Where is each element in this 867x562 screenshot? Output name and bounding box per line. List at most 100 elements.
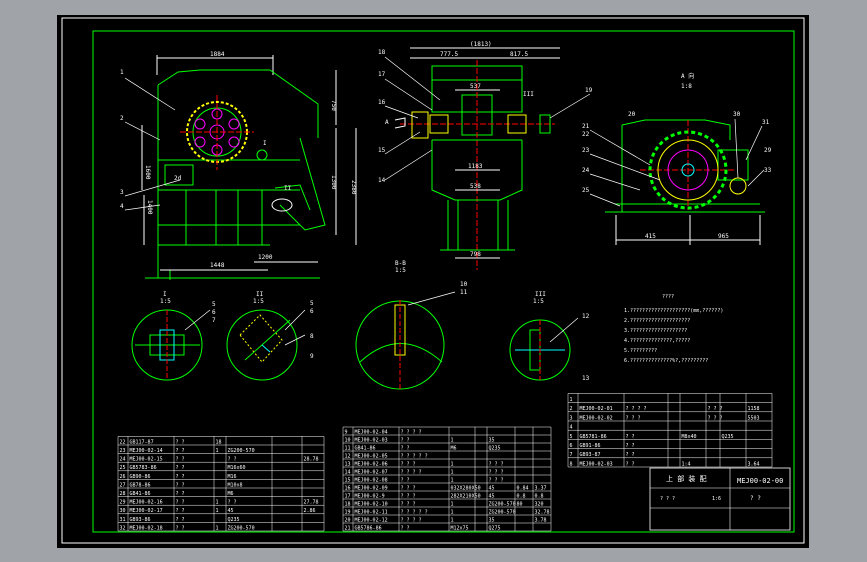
detail-iii-scale: 1:5 (533, 298, 544, 305)
table-cell: 0.8 (535, 493, 544, 499)
table-cell: 16 (345, 485, 351, 491)
table-cell: 1 (451, 461, 454, 467)
table-cell: MEJ00-02-09 (355, 485, 388, 491)
detail-i-b7: 7 (212, 317, 216, 324)
table-cell: 18 (216, 439, 222, 445)
table-cell: M10x8 (228, 482, 243, 488)
table-cell: MEJ00-02-03 (355, 437, 388, 443)
table-cell: ? ? (176, 508, 185, 514)
table-cell: M6 (451, 445, 457, 451)
table-cell: 2 (570, 406, 573, 412)
table-cell: 80 (517, 501, 523, 507)
balloon-19: 19 (585, 87, 593, 94)
table-cell: 1 (451, 517, 454, 523)
side-section-mark: A (385, 119, 389, 126)
table-cell: 8 (570, 461, 573, 467)
table-cell: ? ? ? ? (626, 406, 647, 412)
note-line-4: 4.??????????????,????? (624, 338, 690, 344)
side-dim-inner1: 537 (470, 83, 481, 90)
table-cell: MEJ00-02-01 (580, 406, 613, 412)
table-cell: 3.37 (535, 485, 547, 491)
table-cell: Q275 (489, 525, 501, 531)
detail-i (131, 309, 211, 381)
table-cell: 4 (570, 425, 573, 431)
side-dim-top: (1813) (470, 41, 492, 48)
table-cell: GB93-87 (580, 452, 601, 458)
table-cell: MEJ00-02-9 (355, 493, 385, 499)
detail-bb-b11: 11 (460, 289, 468, 296)
outer-frame (61, 17, 805, 544)
table-cell: ? ? (176, 482, 185, 488)
main-dim-right1: 750 (330, 100, 337, 111)
table-cell: GB78-86 (130, 482, 151, 488)
table-cell: GB93-86 (130, 517, 151, 523)
detail-mark-i: I (263, 140, 267, 147)
table-cell: ZG200-570 (228, 448, 255, 454)
title-block-drawing-no: MEJ00-02-00 (737, 477, 783, 485)
table-cell: 0.8 (517, 493, 526, 499)
table-cell: MEJ00-02-12 (355, 517, 388, 523)
table-cell: 32.78 (535, 509, 550, 515)
detail-i-scale: 1:5 (160, 298, 171, 305)
title-block-unit: ? ? ? (660, 496, 675, 502)
table-cell: MEJ00-02-14 (130, 448, 163, 454)
table-cell: ? ? ? (489, 477, 504, 483)
detail-b-b (355, 291, 456, 390)
a-view (605, 119, 765, 245)
a-view-title: A 向 (681, 72, 694, 80)
table-cell: 23 (120, 448, 126, 454)
table-cell: 25 (120, 465, 126, 471)
table-cell: 15 (345, 477, 351, 483)
title-block-name: 上 部 装 配 (666, 474, 707, 483)
side-dim-bottom1: 538 (470, 183, 481, 190)
detail-ii-b6: 6 (310, 308, 314, 315)
table-cell: 2.86 (304, 508, 316, 514)
table-cell: 1 (216, 500, 219, 506)
detail-i-b5: 5 (212, 301, 216, 308)
table-cell: 9 (345, 429, 348, 435)
table-cell: 35 (489, 517, 495, 523)
table-cell: ? ? (176, 457, 185, 463)
table-cell: 1 (570, 397, 573, 403)
balloon-30: 30 (733, 111, 741, 118)
table-cell: 12 (345, 453, 351, 459)
table-cell: ? ? (176, 525, 185, 531)
table-cell: 0.84 (517, 485, 529, 491)
detail-mark-iii: III (523, 91, 534, 98)
balloon-31: 31 (762, 119, 770, 126)
a-view-text: A 向 1:8 415 965 20 21 22 23 24 25 30 31 … (582, 72, 772, 240)
main-dim-right2: 1300 (330, 175, 337, 190)
table-cell: ? ? (228, 457, 237, 463)
side-view (394, 47, 560, 270)
table-cell: 1 (451, 501, 454, 507)
table-cell: 29 (120, 500, 126, 506)
table-cell: 31 (120, 517, 126, 523)
balloon-2: 2 (120, 115, 124, 122)
table-cell: 1 (451, 469, 454, 475)
table-cell: 19 (345, 509, 351, 515)
table-cell: ? ? (176, 500, 185, 506)
a-leaders (589, 118, 765, 207)
table-cell: ? ? (401, 477, 410, 483)
table-cell: ? ? ? (708, 406, 723, 412)
table-cell: 27.78 (304, 500, 319, 506)
balloon-22: 22 (582, 131, 590, 138)
table-cell: ? ? (176, 491, 185, 497)
table-cell: 1 (216, 525, 219, 531)
side-dim-bottom2: 798 (470, 251, 481, 258)
table-cell: 032X280X50 (451, 485, 481, 491)
table-cell: 1 (451, 437, 454, 443)
detail-ii-scale: 1:5 (253, 298, 264, 305)
table-cell: MEJ00-02-04 (355, 429, 388, 435)
table-cell: 3.78 (535, 517, 547, 523)
table-cell: ? ? ? (626, 415, 641, 421)
table-cell: ? ? ? ? (401, 469, 422, 475)
table-cell: ? ? (626, 443, 635, 449)
detail-ii (226, 309, 306, 381)
table-cell: 5 (570, 434, 573, 440)
table-cell: ? ? (176, 465, 185, 471)
side-dim-inner2: 1183 (468, 163, 483, 170)
table-cell: ? ? ? (489, 469, 504, 475)
balloon-16: 16 (378, 99, 386, 106)
